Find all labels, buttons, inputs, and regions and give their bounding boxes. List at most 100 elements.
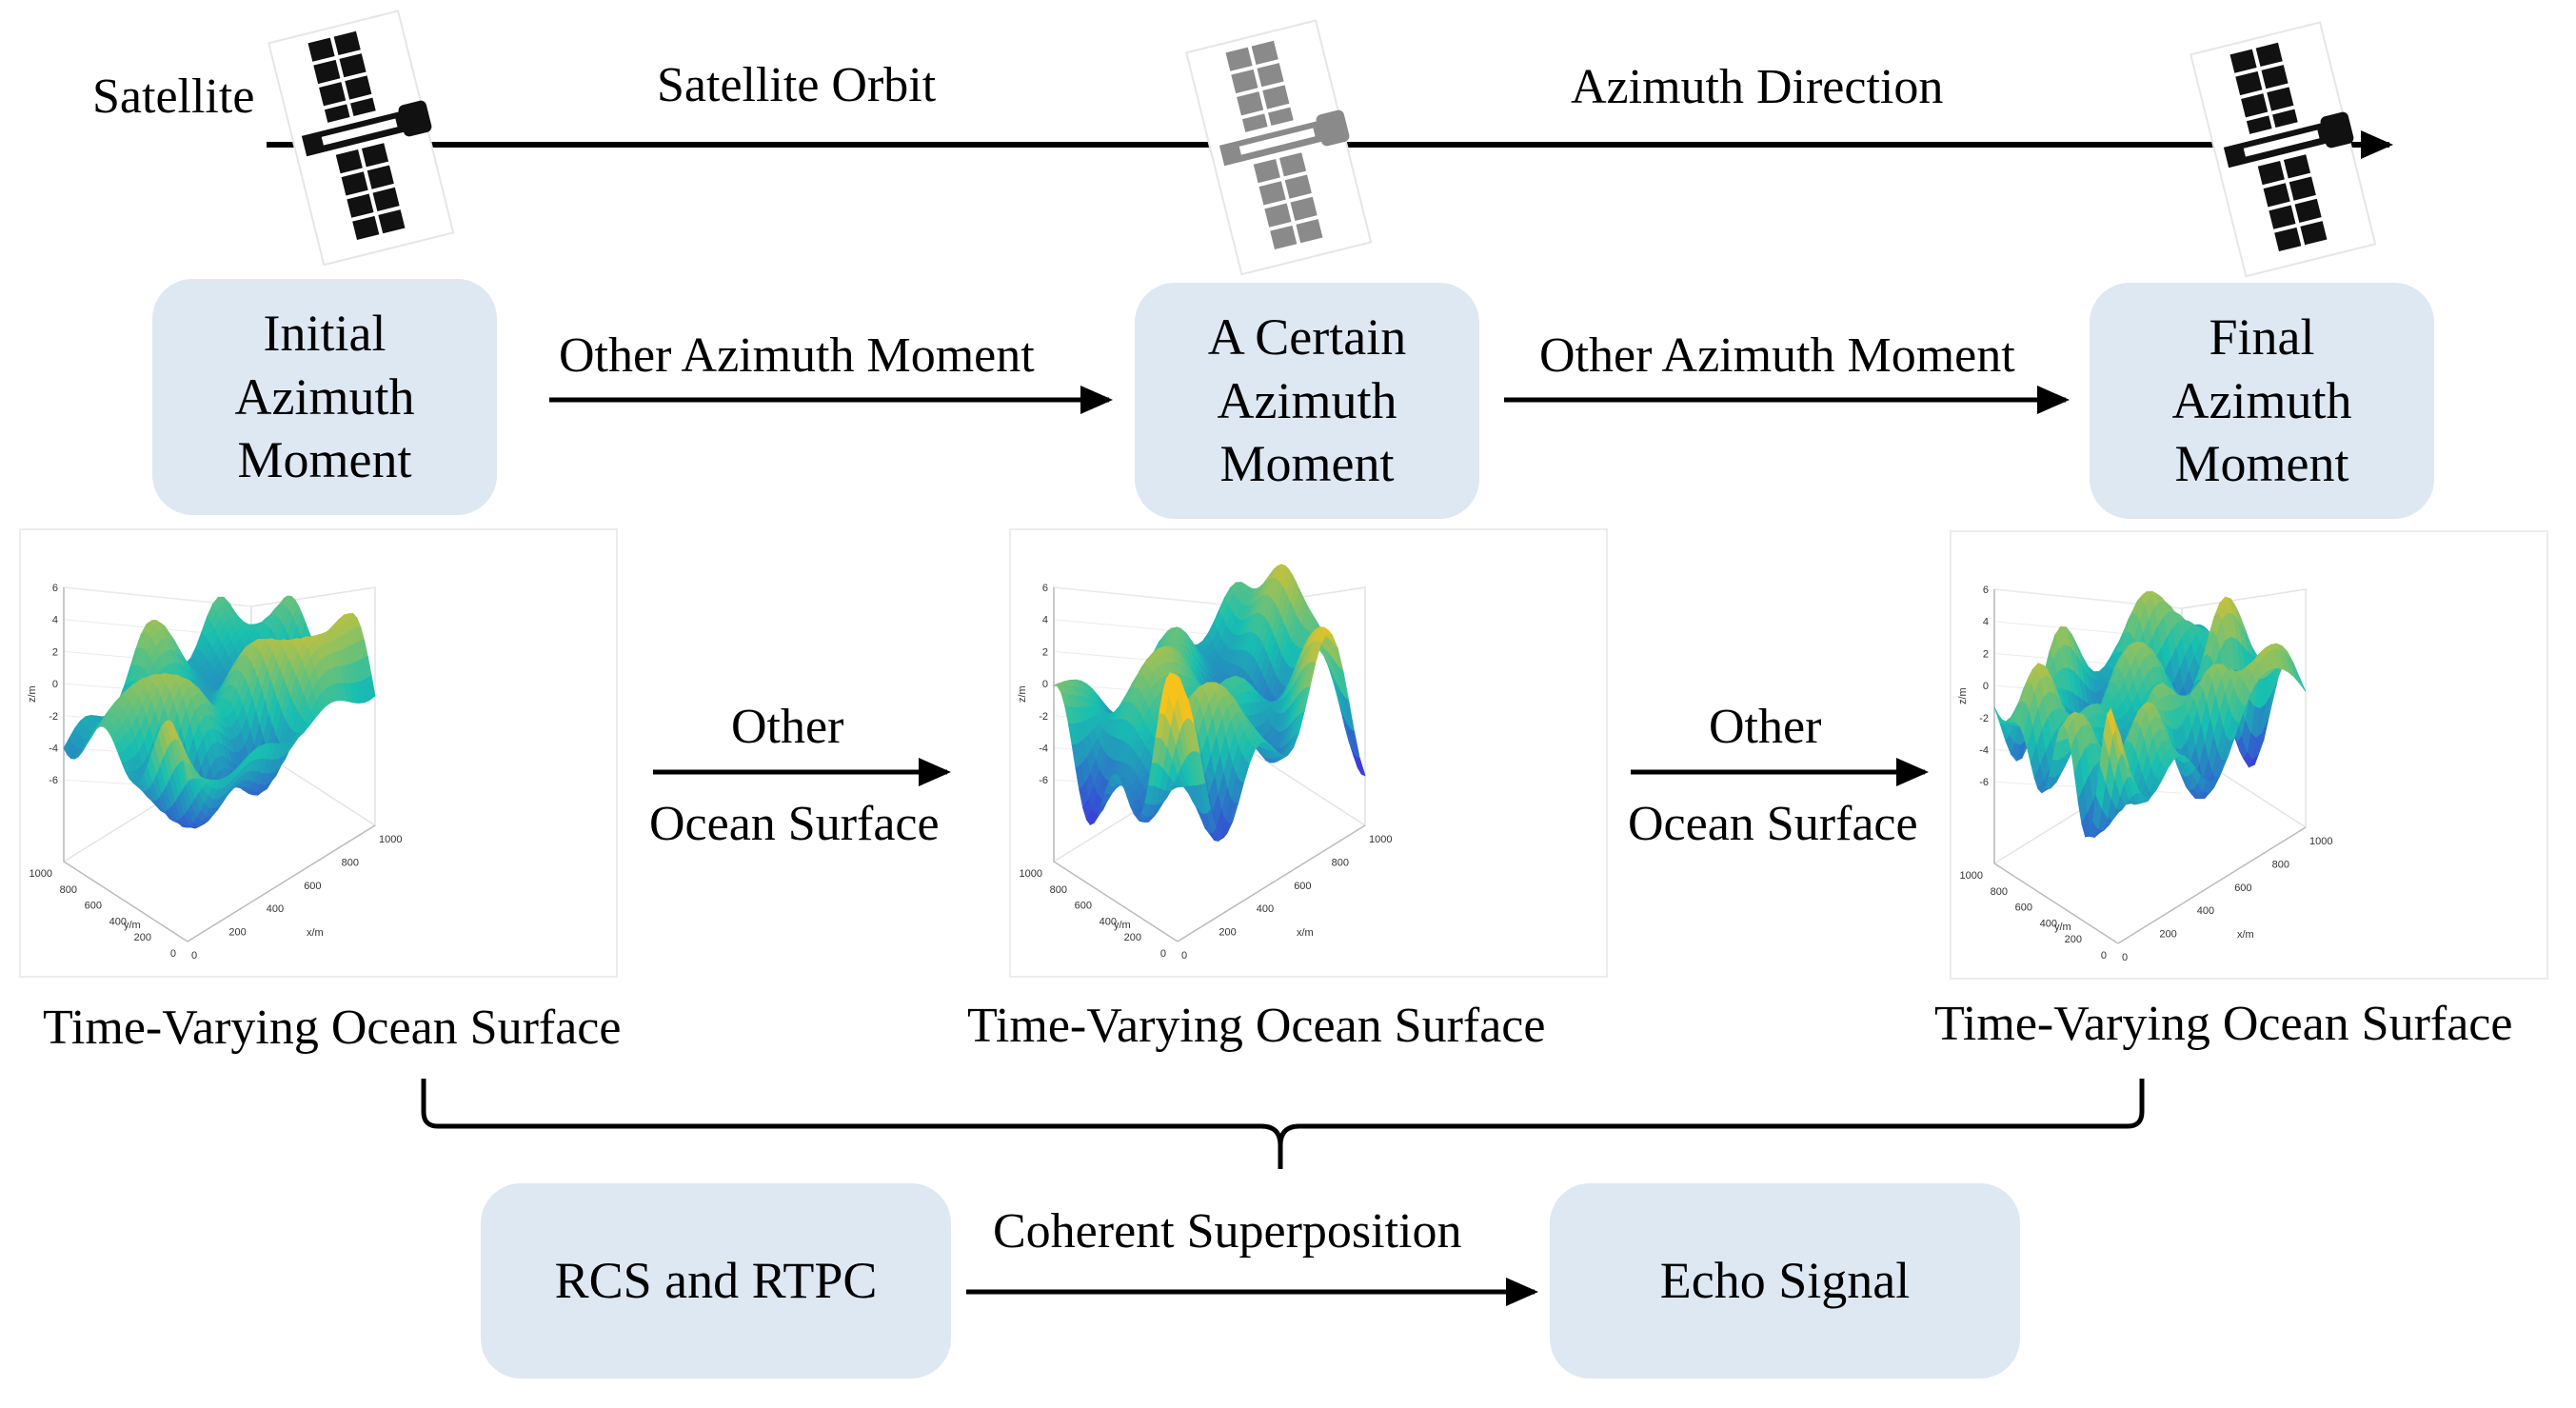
y-tick-label: 1000: [1960, 870, 1983, 882]
final-moment-label: Final Azimuth Moment: [2171, 308, 2352, 493]
y-tick-label: 0: [170, 948, 176, 960]
surface-plot-svg: 6 4 2 0 -2 -4 -6 1000 800 600 400 200 0 0 200 400 600 800…: [1957, 585, 2332, 963]
z-tick-label: -6: [1039, 775, 1048, 786]
collect-brace: [421, 1079, 2145, 1169]
x-tick-label: 1000: [1369, 834, 1392, 845]
x-tick-label: 200: [2159, 929, 2176, 941]
y-tick-label: 800: [1991, 886, 2008, 898]
rcs-rtpc-box: RCS and RTPC: [481, 1183, 951, 1378]
surface-caption: Time-Varying Ocean Surface: [43, 1001, 622, 1055]
x-tick-label: 400: [1257, 903, 1274, 915]
initial-moment-label: Initial Azimuth Moment: [234, 305, 415, 489]
x-tick-label: 200: [1219, 927, 1236, 939]
certain-moment-label: A Certain Azimuth Moment: [1207, 308, 1407, 493]
x-tick-label: 400: [267, 903, 284, 915]
z-axis-label: z/m: [1017, 685, 1028, 703]
x-tick-label: 600: [2234, 882, 2251, 894]
surface-plot-svg: 6 4 2 0 -2 -4 -6 1000 800 600 400 200 0 0 200 400 600 800…: [1017, 564, 1392, 962]
surface-transition-line1: Other: [731, 700, 844, 754]
z-tick-label: -2: [49, 711, 58, 723]
y-tick-label: 600: [2015, 902, 2032, 914]
z-tick-label: 2: [1042, 646, 1048, 658]
surface-caption: Time-Varying Ocean Surface: [1934, 997, 2513, 1051]
ocean-surface-plot-certain: 6 4 2 0 -2 -4 -6 1000 800 600 400 200 0 0 200 400 600 800…: [1009, 528, 1608, 978]
orbit-label: Satellite Orbit: [657, 58, 937, 112]
x-tick-label: 400: [2197, 905, 2214, 917]
surface-transition-line2: Ocean Surface: [1628, 797, 1918, 851]
y-tick-label: 400: [2040, 918, 2057, 929]
y-tick-label: 0: [1160, 948, 1166, 960]
x-tick-label: 1000: [2309, 836, 2332, 847]
y-tick-label: 200: [2065, 934, 2082, 945]
z-tick-label: 2: [1983, 648, 1989, 660]
z-tick-label: 4: [52, 615, 58, 626]
z-axis-label: z/m: [1957, 687, 1969, 704]
z-tick-label: -2: [1039, 711, 1048, 723]
satellite-icon: [1185, 19, 1373, 276]
ocean-surface-plot-final: 6 4 2 0 -2 -4 -6 1000 800 600 400 200 0 0 200 400 600 800…: [1950, 530, 2548, 980]
x-tick-label: 1000: [379, 834, 402, 845]
z-tick-label: -6: [49, 775, 58, 786]
z-tick-label: 0: [1983, 681, 1989, 692]
x-tick-label: 0: [1181, 950, 1187, 962]
z-tick-label: -2: [1979, 713, 1989, 724]
y-tick-label: 1000: [1020, 868, 1042, 880]
y-tick-label: 400: [109, 916, 127, 927]
y-tick-label: 600: [1075, 901, 1092, 912]
y-tick-label: 600: [85, 901, 102, 912]
x-axis-label: x/m: [307, 927, 324, 939]
z-tick-label: 0: [52, 679, 58, 690]
x-tick-label: 0: [191, 950, 197, 962]
y-tick-label: 0: [2101, 950, 2107, 962]
z-tick-label: 6: [52, 583, 58, 594]
ocean-surface-plot-initial: 6 4 2 0 -2 -4 -6 1000 800 600 400 200 0 0 200 400 600 800…: [19, 528, 618, 978]
certain-moment-box: A Certain Azimuth Moment: [1135, 283, 1479, 519]
y-tick-label: 800: [60, 884, 77, 896]
x-tick-label: 600: [1294, 881, 1311, 892]
moment-transition-label: Other Azimuth Moment: [559, 328, 1035, 383]
z-tick-label: -6: [1979, 777, 1989, 788]
z-tick-label: 2: [52, 646, 58, 658]
z-tick-label: 4: [1042, 615, 1048, 626]
y-tick-label: 400: [1100, 916, 1117, 927]
x-tick-label: 200: [228, 927, 246, 939]
surface-caption: Time-Varying Ocean Surface: [967, 999, 1546, 1053]
x-tick-label: 600: [304, 881, 321, 892]
satellite-icon: [268, 10, 455, 267]
surface-transition-line2: Ocean Surface: [649, 797, 940, 851]
x-tick-label: 800: [1332, 857, 1349, 868]
z-tick-label: 6: [1042, 583, 1048, 594]
surface-plot-svg: 6 4 2 0 -2 -4 -6 1000 800 600 400 200 0 0 200 400 600 800…: [27, 583, 402, 962]
surface-transition-line1: Other: [1709, 700, 1822, 754]
direction-label: Azimuth Direction: [1571, 60, 1944, 114]
final-moment-box: Final Azimuth Moment: [2090, 283, 2434, 519]
y-tick-label: 1000: [30, 868, 52, 880]
echo-signal-label: Echo Signal: [1659, 1252, 1911, 1310]
y-tick-label: 200: [134, 932, 151, 943]
echo-signal-box: Echo Signal: [1550, 1183, 2020, 1378]
x-tick-label: 800: [2272, 859, 2289, 870]
y-axis-label: y/m: [1114, 920, 1131, 931]
rcs-rtpc-label: RCS and RTPC: [554, 1252, 878, 1310]
x-axis-label: x/m: [1297, 927, 1314, 939]
z-tick-label: 6: [1983, 585, 1989, 596]
z-tick-label: 4: [1983, 617, 1989, 628]
z-tick-label: -4: [1039, 744, 1048, 755]
y-tick-label: 800: [1050, 884, 1067, 896]
y-axis-label: y/m: [124, 920, 141, 931]
initial-moment-box: Initial Azimuth Moment: [152, 279, 497, 515]
x-tick-label: 0: [2122, 952, 2128, 963]
z-axis-label: z/m: [27, 685, 38, 703]
satellite-label: Satellite: [92, 69, 255, 124]
y-axis-label: y/m: [2054, 922, 2071, 933]
satellite-icon: [2190, 21, 2377, 278]
z-tick-label: -4: [49, 744, 58, 755]
superposition-label: Coherent Superposition: [993, 1204, 1462, 1259]
moment-transition-label: Other Azimuth Moment: [1539, 328, 2015, 383]
y-tick-label: 200: [1124, 932, 1141, 943]
z-tick-label: -4: [1979, 745, 1989, 757]
x-tick-label: 800: [342, 857, 359, 868]
z-tick-label: 0: [1042, 679, 1048, 690]
x-axis-label: x/m: [2237, 929, 2254, 941]
